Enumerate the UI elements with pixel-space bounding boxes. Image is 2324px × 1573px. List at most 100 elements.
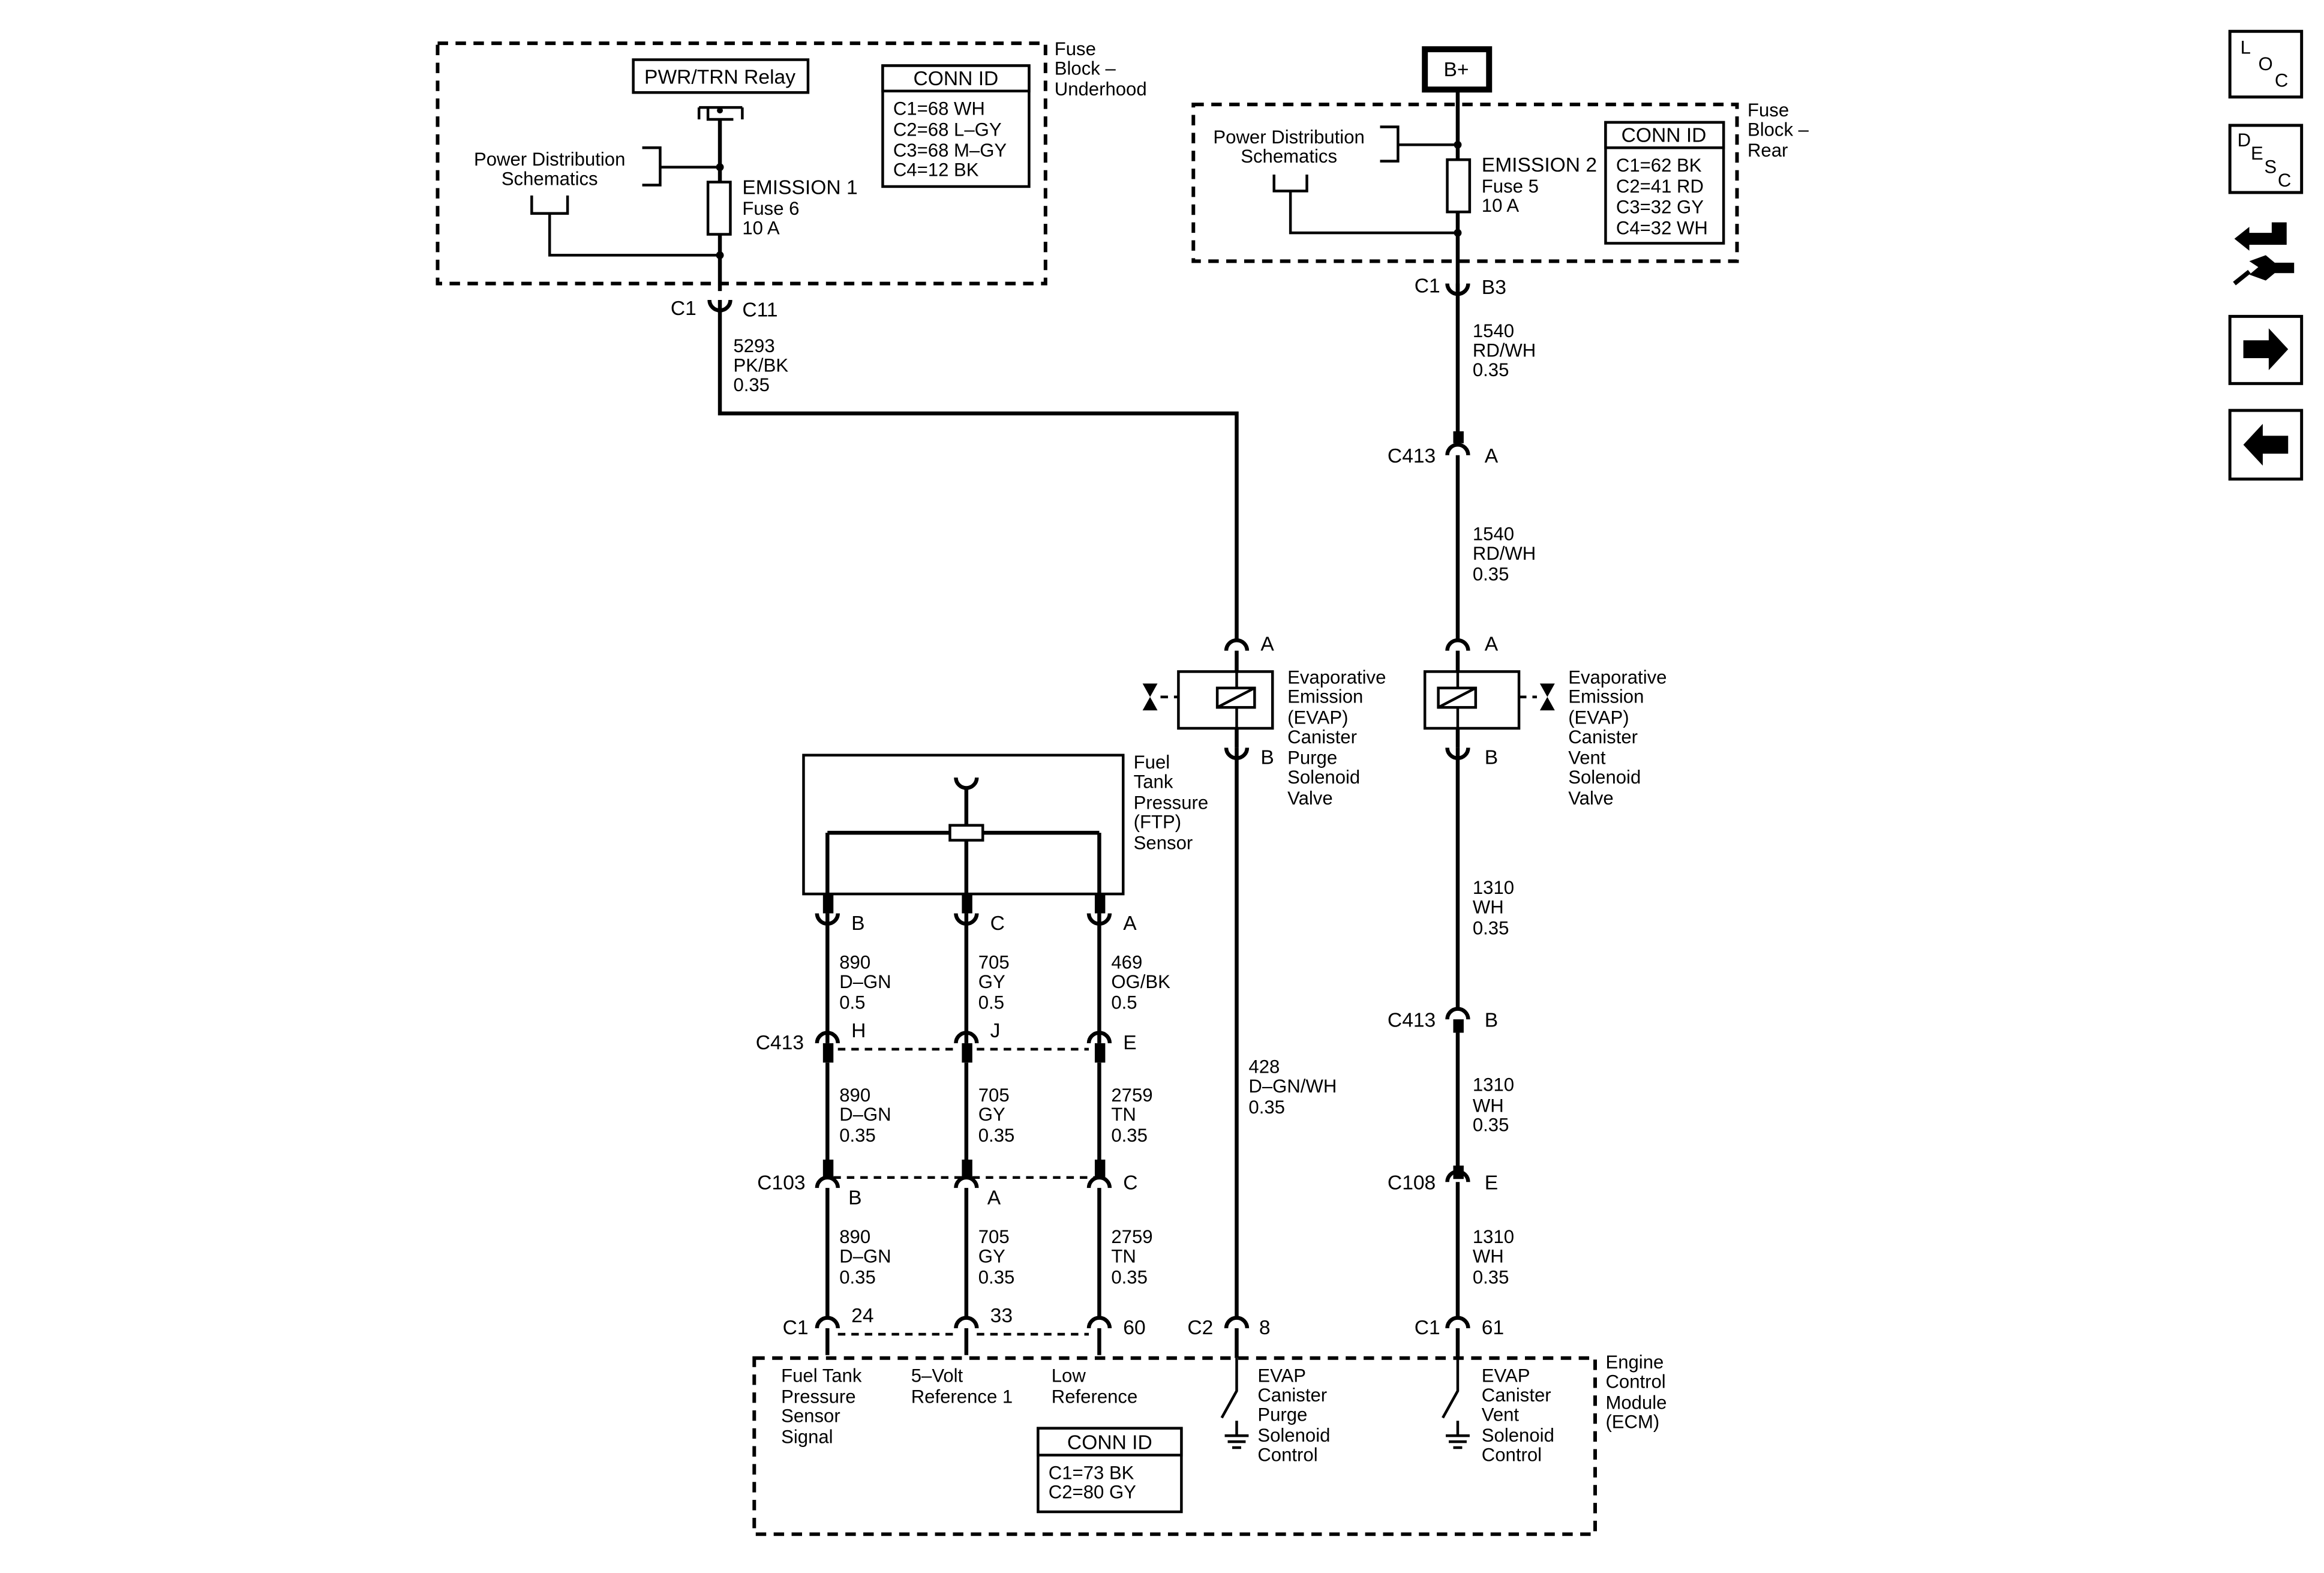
connector-c108-label: C108 bbox=[1388, 1172, 1436, 1194]
power-dist-rear-label-2: Schematics bbox=[1241, 146, 1337, 167]
conn-id-row: C1=73 BK bbox=[1049, 1462, 1134, 1483]
conn-id-header: CONN ID bbox=[913, 68, 998, 90]
fuse-5-name: EMISSION 2 bbox=[1482, 154, 1597, 176]
ecm-signal-ftp: Signal bbox=[781, 1427, 833, 1448]
description-button[interactable]: D E S C bbox=[2228, 124, 2304, 194]
wire-1540-a-gauge: 0.35 bbox=[1473, 359, 1509, 380]
c413-pin-e: E bbox=[1123, 1032, 1136, 1054]
ecm-c1-right-label: C1 bbox=[1415, 1317, 1440, 1339]
fuse-block-underhood: Fuse Block – Underhood PWR/TRN Relay Pow… bbox=[436, 38, 1147, 292]
ecm-signal-ftp: Sensor bbox=[781, 1406, 840, 1427]
conn-id-row: C2=68 L–GY bbox=[893, 119, 1002, 140]
vent-pin-b: B bbox=[1485, 747, 1498, 769]
ecm-signal-5v: 5–Volt bbox=[911, 1365, 963, 1386]
fuse-block-rear-title-2: Block – bbox=[1747, 119, 1809, 140]
fuse-6-name: EMISSION 1 bbox=[742, 176, 857, 199]
ecm-signal-vent: Canister bbox=[1482, 1385, 1551, 1406]
wire-890-a-color: D–GN bbox=[839, 971, 891, 992]
wire-428-color: D–GN/WH bbox=[1248, 1076, 1337, 1097]
ftp-label: Sensor bbox=[1134, 832, 1193, 853]
valve-icon bbox=[1539, 683, 1555, 711]
fuse-5-symbol bbox=[1446, 158, 1472, 214]
ecm-signal-purge: Control bbox=[1257, 1444, 1317, 1465]
ecm-title: Module bbox=[1605, 1392, 1667, 1413]
connector-c413-b-symbol bbox=[1445, 1007, 1470, 1020]
fuse-block-underhood-title-2: Block – bbox=[1055, 58, 1116, 79]
wire-1310-c-gauge: 0.35 bbox=[1473, 1266, 1509, 1287]
wire-469-gauge: 0.5 bbox=[1111, 992, 1137, 1013]
connector-c11-label: C11 bbox=[742, 299, 777, 321]
wire-2759-b-color: TN bbox=[1111, 1246, 1136, 1267]
ecm-signal-ftp: Pressure bbox=[781, 1386, 855, 1407]
fuse-block-rear: B+ Fuse Block – Rear Power Distribution … bbox=[1191, 46, 1809, 292]
wire-705-c-gauge: 0.35 bbox=[978, 1266, 1015, 1287]
forward-arrow-icon bbox=[2243, 328, 2289, 370]
valve-icon bbox=[1142, 683, 1158, 711]
wire-2759-b-gauge: 0.35 bbox=[1111, 1266, 1148, 1287]
ecm-signal-purge: EVAP bbox=[1257, 1365, 1306, 1386]
location-icon: L bbox=[2241, 37, 2251, 58]
vent-label: Valve bbox=[1568, 788, 1614, 809]
connector-c413-top-pin: A bbox=[1485, 445, 1499, 467]
purge-label: Valve bbox=[1287, 788, 1333, 809]
vent-label: Vent bbox=[1568, 748, 1606, 769]
wire-890-b-gauge: 0.35 bbox=[839, 1125, 876, 1146]
ecm-signal-ftp: Fuel Tank bbox=[781, 1365, 862, 1386]
ecm-signal-purge: Purge bbox=[1257, 1404, 1307, 1425]
ftp-wires-upper bbox=[825, 913, 1101, 1043]
fuse-6-symbol bbox=[706, 181, 732, 236]
ecm-signal-vent: Solenoid bbox=[1482, 1425, 1554, 1446]
ecm-c1-left-label: C1 bbox=[783, 1317, 809, 1339]
vent-label: Evaporative bbox=[1568, 667, 1667, 688]
ecm-signal-vent: Vent bbox=[1482, 1404, 1520, 1425]
wire-1310-b-gauge: 0.35 bbox=[1473, 1115, 1509, 1136]
wire-469-color: OG/BK bbox=[1111, 971, 1170, 992]
power-dist-rear-label-1: Power Distribution bbox=[1213, 127, 1364, 148]
wire-469-number: 469 bbox=[1111, 952, 1142, 973]
ecm-pin-61: 61 bbox=[1482, 1317, 1504, 1339]
wire-705-c-color: GY bbox=[978, 1246, 1005, 1267]
wire-1310-a-gauge: 0.35 bbox=[1473, 917, 1509, 938]
connector-c413-ftp-label: C413 bbox=[756, 1032, 804, 1054]
conn-id-header: CONN ID bbox=[1067, 1432, 1152, 1454]
ftp-label: Tank bbox=[1134, 771, 1173, 792]
conn-id-ecm: CONN ID C1=73 BK C2=80 GY bbox=[1037, 1427, 1183, 1514]
wire-1310-b-color: WH bbox=[1473, 1095, 1504, 1116]
svg-text:O: O bbox=[2258, 53, 2272, 74]
fuse-block-underhood-title-1: Fuse bbox=[1055, 38, 1096, 59]
conn-id-rear: CONN ID C1=62 BK C2=41 RD C3=32 GY C4=32… bbox=[1604, 121, 1725, 245]
back-button[interactable] bbox=[2228, 409, 2304, 481]
wire-1310-c-number: 1310 bbox=[1473, 1226, 1514, 1247]
ftp-label: (FTP) bbox=[1134, 812, 1181, 833]
ecm-signal-purge: Solenoid bbox=[1257, 1425, 1330, 1446]
connector-c103: C103 B A C bbox=[757, 1159, 1138, 1209]
wire-2759-a-gauge: 0.35 bbox=[1111, 1125, 1148, 1146]
connector-c413-mid-pin: B bbox=[1485, 1010, 1498, 1032]
wire-5293 bbox=[717, 300, 1239, 639]
purge-label: (EVAP) bbox=[1287, 707, 1348, 728]
c103-pin-b: B bbox=[848, 1187, 861, 1209]
ecm-signal-low: Low bbox=[1052, 1365, 1086, 1386]
wire-1540-b-number: 1540 bbox=[1473, 524, 1514, 545]
forward-button[interactable] bbox=[2228, 314, 2304, 385]
vent-label: Solenoid bbox=[1568, 767, 1641, 788]
c103-pin-a: A bbox=[987, 1187, 1001, 1209]
connector-c103-label: C103 bbox=[757, 1172, 805, 1194]
purge-driver-switch-icon bbox=[1220, 1358, 1249, 1449]
c103-pin-c: C bbox=[1123, 1172, 1137, 1194]
ftp-sensor: Fuel Tank Pressure (FTP) Sensor B C A bbox=[802, 752, 1208, 935]
wire-1310-a-color: WH bbox=[1473, 896, 1504, 917]
ftp-label: Fuel bbox=[1134, 752, 1170, 773]
location-button[interactable]: L O C bbox=[2228, 29, 2304, 99]
fuse-5-number: Fuse 5 bbox=[1482, 176, 1539, 197]
description-icon: D bbox=[2238, 130, 2251, 151]
ecm-title: Control bbox=[1605, 1371, 1665, 1392]
connector-swap-button[interactable] bbox=[2233, 222, 2295, 286]
wire-705-a-color: GY bbox=[978, 971, 1005, 992]
wire-705-b-color: GY bbox=[978, 1104, 1005, 1125]
wire-1540-a-number: 1540 bbox=[1473, 320, 1514, 341]
wire-1310-c-color: WH bbox=[1473, 1246, 1504, 1267]
purge-pin-b: B bbox=[1260, 747, 1274, 769]
wire-1540-a-color: RD/WH bbox=[1473, 340, 1536, 361]
c413-pin-h: H bbox=[851, 1020, 866, 1042]
